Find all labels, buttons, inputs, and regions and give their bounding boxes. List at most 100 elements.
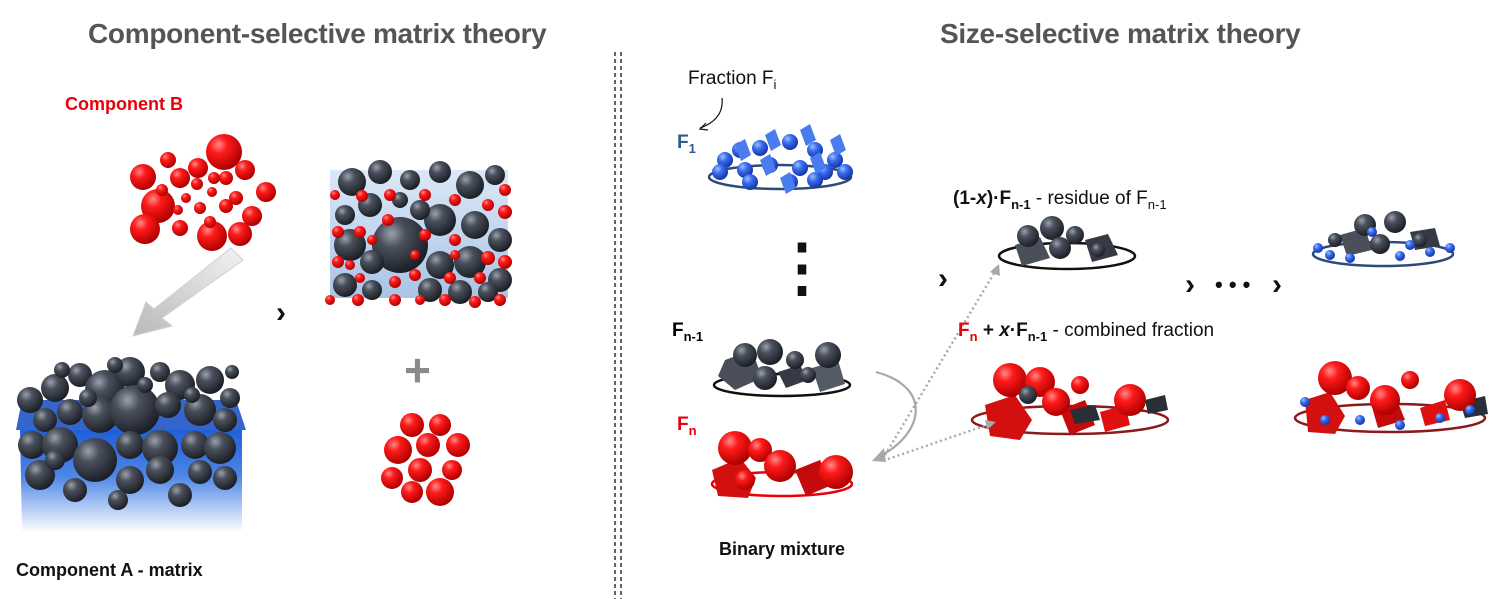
- dark-sphere: [137, 377, 153, 393]
- red-sphere: [219, 199, 233, 213]
- dark-sphere: [142, 430, 178, 466]
- left-step-arrow: ›: [276, 296, 286, 329]
- dark-sphere: [116, 466, 144, 494]
- dark-sphere: [196, 366, 224, 394]
- red-sphere: [384, 189, 396, 201]
- red-sphere: [325, 295, 335, 305]
- red-sphere: [242, 206, 262, 226]
- red-sphere: [718, 431, 752, 465]
- dark-sphere: [54, 362, 70, 378]
- fn1-subscript: n-1: [683, 328, 704, 344]
- dark-sphere: [25, 460, 55, 490]
- dark-sphere: [418, 278, 442, 302]
- dark-sphere: [1017, 225, 1039, 247]
- red-sphere: [494, 294, 506, 306]
- dark-sphere: [456, 171, 484, 199]
- dark-sphere: [478, 282, 498, 302]
- dark-sphere: [1049, 237, 1071, 259]
- red-sphere: [1114, 384, 1146, 416]
- red-sphere: [354, 226, 366, 238]
- red-sphere: [1071, 376, 1089, 394]
- blue-crystal: [1425, 247, 1435, 257]
- red-sphere: [330, 190, 340, 200]
- blue-crystal: [752, 140, 768, 156]
- dark-sphere: [1040, 216, 1064, 240]
- blue-crystal: [742, 174, 758, 190]
- left-section-title: Component-selective matrix theory: [88, 18, 547, 49]
- blue-crystal: [827, 152, 843, 168]
- red-sphere: [416, 433, 440, 457]
- step-arrow-1: ›: [938, 262, 948, 295]
- residue-text-sub: n-1: [1147, 196, 1167, 212]
- section-divider: [614, 52, 622, 599]
- f1-symbol: F: [677, 132, 689, 153]
- fraction-label-sub: i: [773, 76, 777, 92]
- fn-subscript: n: [688, 422, 697, 438]
- dark-sphere: [1019, 386, 1037, 404]
- dark-sphere: [225, 365, 239, 379]
- combined-f2-sub: n-1: [1027, 328, 1048, 344]
- red-sphere: [228, 222, 252, 246]
- dark-sphere: [107, 357, 123, 373]
- dark-sphere: [116, 431, 144, 459]
- dark-sphere: [426, 251, 454, 279]
- red-sphere: [197, 221, 227, 251]
- red-sphere: [1346, 376, 1370, 400]
- residue-f-sub: n-1: [1011, 196, 1031, 212]
- red-sphere: [469, 296, 481, 308]
- dark-sphere: [338, 168, 366, 196]
- blue-crystal: [1465, 405, 1475, 415]
- separated-red-cluster: [381, 413, 470, 506]
- red-sphere: [1444, 379, 1476, 411]
- dark-sphere: [429, 161, 451, 183]
- red-sphere: [229, 191, 243, 205]
- dark-sphere: [815, 342, 841, 368]
- dark-crystal: [812, 360, 845, 392]
- dark-sphere: [786, 351, 804, 369]
- red-sphere: [474, 272, 486, 284]
- blue-crystal: [735, 139, 751, 161]
- blue-crystal: [782, 134, 798, 150]
- red-sphere: [219, 171, 233, 185]
- red-sphere: [204, 216, 216, 228]
- dark-sphere: [733, 343, 757, 367]
- dark-sphere: [410, 200, 430, 220]
- red-sphere: [194, 202, 206, 214]
- fn1-label: Fn-1: [672, 320, 703, 344]
- red-sphere: [444, 272, 456, 284]
- red-sphere: [400, 413, 424, 437]
- dark-sphere: [17, 387, 43, 413]
- red-sphere: [235, 160, 255, 180]
- dark-sphere: [73, 438, 117, 482]
- dotted-arrows: [875, 264, 1000, 461]
- combined-x: x: [999, 320, 1010, 341]
- red-sphere: [408, 458, 432, 482]
- curved-arrow: [872, 370, 917, 462]
- blue-crystal: [760, 154, 776, 176]
- dark-sphere: [146, 456, 174, 484]
- residue-f: F: [999, 188, 1012, 209]
- red-sphere: [141, 189, 175, 223]
- vertical-dots: ⋮: [770, 231, 834, 303]
- dark-sphere: [753, 366, 777, 390]
- blue-crystal: [1367, 227, 1377, 237]
- red-sphere: [381, 467, 403, 489]
- red-sphere: [1370, 385, 1400, 415]
- blue-crystal: [780, 172, 796, 194]
- red-sphere: [498, 205, 512, 219]
- dark-sphere: [188, 460, 212, 484]
- red-sphere: [181, 193, 191, 203]
- dark-sphere: [1328, 233, 1342, 247]
- red-sphere: [1401, 371, 1419, 389]
- residue-x: x: [976, 188, 987, 209]
- component-b-label: Component B: [65, 94, 183, 114]
- red-sphere: [1042, 388, 1070, 416]
- red-sphere: [389, 294, 401, 306]
- red-sphere: [748, 438, 772, 462]
- step-arrow-2: ›: [1185, 268, 1195, 301]
- blue-crystal: [800, 124, 816, 146]
- combined-label: Fn + x·Fn-1 - combined fraction: [958, 320, 1214, 344]
- red-sphere: [409, 269, 421, 281]
- red-sphere: [208, 172, 220, 184]
